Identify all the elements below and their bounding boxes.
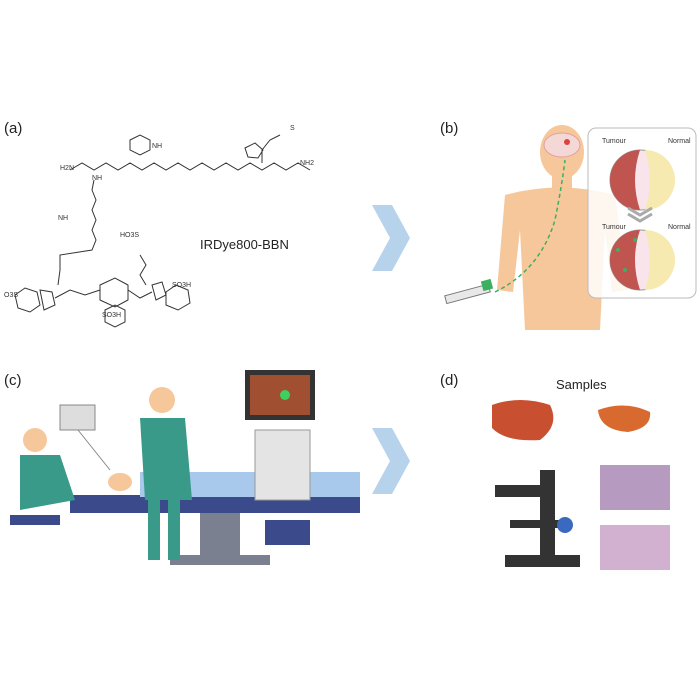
group-nh: NH	[92, 175, 103, 182]
group-nh: NH	[152, 143, 163, 150]
chevron-arrow-icon	[372, 205, 410, 271]
cell-circle-before	[609, 149, 675, 211]
chemical-structure	[14, 134, 311, 328]
samples-title: Samples	[556, 377, 607, 392]
chevron-arrow-icon	[372, 428, 410, 494]
surgical-microscope	[59, 404, 111, 471]
tissue-sample	[598, 405, 651, 432]
brain-icon	[543, 132, 581, 158]
panel-b-label: (b)	[440, 120, 459, 137]
histology-image	[600, 465, 670, 510]
microscope-icon	[495, 470, 580, 567]
compound-name: IRDye800-BBN	[200, 237, 289, 252]
tumour-label: Tumour	[602, 224, 626, 231]
group-ho3s: HO3S	[120, 232, 140, 239]
tissue-sample	[492, 400, 554, 441]
panel-c-label: (c)	[4, 372, 22, 389]
tumour-label: Tumour	[602, 138, 626, 145]
group-o3s: O3S	[4, 292, 19, 299]
panel-d-label: (d)	[440, 372, 459, 389]
group-h2n: H2N	[60, 165, 75, 172]
histology-image	[600, 525, 670, 570]
surgeon-seated	[10, 428, 75, 525]
surgeon-standing	[140, 387, 192, 560]
syringe-icon	[444, 278, 494, 305]
group-nh: NH	[58, 215, 69, 222]
group-so3h: SO3H	[102, 312, 122, 319]
group-s: S	[290, 125, 295, 132]
double-chevron-down-icon	[627, 206, 653, 217]
normal-label: Normal	[668, 224, 691, 231]
cell-circle-after	[609, 229, 675, 291]
imaging-monitor-cart	[245, 370, 315, 545]
group-nh2: NH2	[300, 160, 315, 167]
group-so3h: SO3H	[172, 282, 192, 289]
normal-label: Normal	[668, 138, 691, 145]
panel-a-label: (a)	[4, 120, 23, 137]
